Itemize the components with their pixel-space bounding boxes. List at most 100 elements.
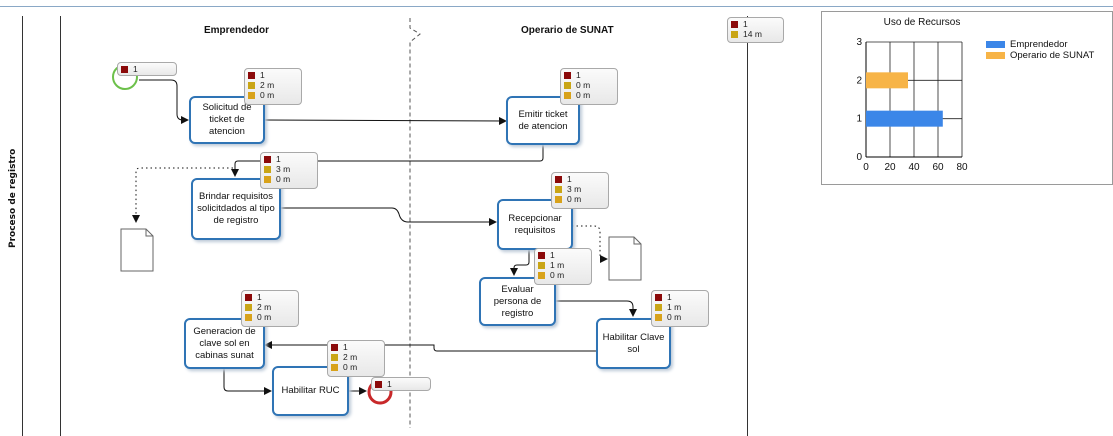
task-stats: 1 3 m 0 m xyxy=(551,172,609,209)
task-stats: 1 1 m 0 m xyxy=(651,290,709,327)
stat-count: 1 xyxy=(387,379,392,389)
x-tick-label: 40 xyxy=(908,162,920,173)
time-icon xyxy=(564,81,571,89)
pool-header: Proceso de registro xyxy=(8,16,61,436)
x-tick-label: 60 xyxy=(932,162,944,173)
y-tick-label: 0 xyxy=(856,152,862,163)
time-icon xyxy=(245,303,252,311)
stat-time: 1 m xyxy=(550,260,565,270)
wait-icon xyxy=(555,195,562,203)
stat-time: 2 m xyxy=(260,80,275,90)
time-icon xyxy=(555,185,562,193)
chart-legend: Emprendedor Operario de SUNAT xyxy=(986,39,1094,61)
stat-wait: 0 m xyxy=(257,312,272,322)
time-icon xyxy=(538,261,545,269)
stat-time: 14 m xyxy=(743,29,762,39)
wait-icon xyxy=(245,313,252,321)
stat-count: 1 xyxy=(276,154,281,164)
stat-wait: 0 m xyxy=(550,270,565,280)
stat-wait: 0 m xyxy=(260,90,275,100)
flow-generacion-to-ruc[interactable] xyxy=(223,369,272,395)
lane-title-emprendedor: Emprendedor xyxy=(204,25,270,36)
bar xyxy=(866,110,943,127)
task-stats: 1 2 m 0 m xyxy=(241,290,299,327)
count-icon xyxy=(555,175,562,183)
stat-time: 3 m xyxy=(276,164,291,174)
time-icon xyxy=(655,303,662,311)
stat-wait: 0 m xyxy=(343,362,358,372)
wait-icon xyxy=(538,271,545,279)
y-tick-label: 3 xyxy=(856,37,862,48)
task-label: Evaluar persona de registro xyxy=(493,283,542,319)
stat-wait: 0 m xyxy=(567,194,582,204)
count-icon xyxy=(538,251,545,259)
count-icon xyxy=(331,343,338,351)
count-icon xyxy=(375,380,382,388)
stat-time: 3 m xyxy=(567,184,582,194)
count-icon xyxy=(245,293,252,301)
task-stats: 1 2 m 0 m xyxy=(244,68,302,105)
wait-icon xyxy=(264,175,271,183)
time-icon xyxy=(731,30,738,38)
legend-swatch xyxy=(986,41,1005,48)
task-label: Generacion de clave sol en cabinas sunat xyxy=(193,325,256,361)
count-icon xyxy=(731,20,738,28)
stat-wait: 0 m xyxy=(576,90,591,100)
stat-wait: 0 m xyxy=(667,312,682,322)
legend-item-emprendedor: Emprendedor xyxy=(986,39,1094,50)
wait-icon xyxy=(655,313,662,321)
legend-label: Operario de SUNAT xyxy=(1010,50,1095,61)
time-icon xyxy=(264,165,271,173)
stat-time: 1 m xyxy=(667,302,682,312)
lane-title-operario: Operario de SUNAT xyxy=(521,25,614,36)
flow-start-to-solicitud[interactable] xyxy=(139,79,189,124)
flow-solicitud-to-emitir[interactable] xyxy=(264,116,507,125)
task-label: Solicitud de ticket de atencion xyxy=(202,102,252,137)
stat-time: 0 m xyxy=(576,80,591,90)
y-tick-label: 1 xyxy=(856,114,862,125)
flow-emitir-to-brindar[interactable] xyxy=(231,145,544,177)
document-icon-2 xyxy=(608,236,642,281)
task-label: Emitir ticket de atencion xyxy=(518,108,568,132)
task-label: Habilitar RUC xyxy=(281,385,340,396)
task-stats: 1 1 m 0 m xyxy=(534,248,592,285)
pool xyxy=(22,16,748,436)
association-recepcionar-doc xyxy=(572,225,608,263)
legend-item-operario: Operario de SUNAT xyxy=(986,50,1094,61)
wait-icon xyxy=(331,363,338,371)
start-event-stats: 1 xyxy=(117,62,177,76)
wait-icon xyxy=(248,91,255,99)
task-evaluar-persona[interactable]: Evaluar persona de registro xyxy=(479,277,556,326)
flow-evaluar-to-clavesol[interactable] xyxy=(555,300,637,317)
flow-brindar-to-recepcionar[interactable] xyxy=(281,207,497,226)
task-label: Recepcionar requisitos xyxy=(508,212,562,236)
x-tick-label: 20 xyxy=(884,162,896,173)
flow-recepcionar-to-evaluar[interactable] xyxy=(510,250,530,276)
stat-count: 1 xyxy=(667,292,672,302)
stat-time: 2 m xyxy=(257,302,272,312)
task-generacion-clave-sol[interactable]: Generacion de clave sol en cabinas sunat xyxy=(184,318,265,369)
count-icon xyxy=(248,71,255,79)
time-icon xyxy=(248,81,255,89)
stat-count: 1 xyxy=(743,19,748,29)
legend-label: Emprendedor xyxy=(1010,39,1068,50)
wait-icon xyxy=(564,91,571,99)
count-icon xyxy=(564,71,571,79)
association-brindar-doc xyxy=(132,167,233,223)
top-divider xyxy=(0,6,1113,7)
count-icon xyxy=(121,65,128,73)
task-solicitud-ticket[interactable]: Solicitud de ticket de atencion xyxy=(189,96,265,144)
count-icon xyxy=(264,155,271,163)
bar xyxy=(866,72,908,89)
lane-divider xyxy=(409,18,421,428)
chart-title: Uso de Recursos xyxy=(883,17,961,28)
task-label: Habilitar Clave sol xyxy=(602,331,665,355)
end-event-stats: 1 xyxy=(371,377,431,391)
legend-swatch xyxy=(986,52,1005,59)
flow-clavesol-to-generacion[interactable] xyxy=(264,341,596,352)
stat-count: 1 xyxy=(576,70,581,80)
stat-count: 1 xyxy=(260,70,265,80)
